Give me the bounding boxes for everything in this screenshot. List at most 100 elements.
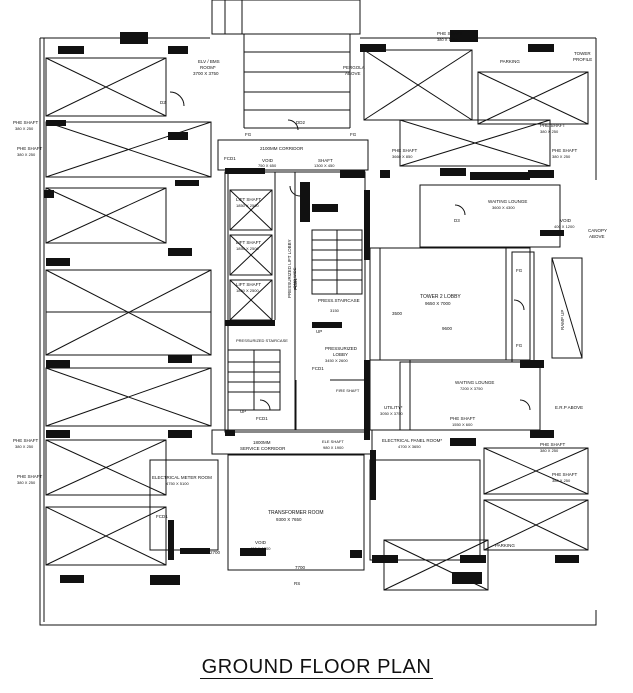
fg-label-d: FG xyxy=(350,132,357,137)
phe-shaft-l3-dim: 380 X 250 xyxy=(15,444,34,449)
utility-dim: 3050 X 3750 xyxy=(380,411,403,416)
phe-shaft-l1-label: PHE SHAFT xyxy=(13,120,39,125)
electrical-meter-label: ELECTRICAL METER ROOM xyxy=(152,475,212,480)
phe-shaft-l2-dim: 380 X 250 xyxy=(17,152,36,157)
phe-shaft-r4-dim: 380 X 250 xyxy=(552,478,571,483)
pressurized-staircase-label: PRESSURIZED STAIRCASE xyxy=(236,338,288,343)
up-label-a: UP xyxy=(240,409,246,414)
phe-shaft-lower-label: PHE SHAFT xyxy=(450,416,476,421)
erp-above-label: E.R.P ABOVE xyxy=(555,405,583,410)
ele-shaft-dim: 980 X 1900 xyxy=(323,445,344,450)
lift-shaft-3-dim: 1850 X 2500 xyxy=(236,288,259,293)
fcd1-label-a: FCD1 xyxy=(156,514,168,519)
transformer-dim: 9300 X 7650 xyxy=(276,517,302,522)
phe-shaft-r2-label: PHE SHAFT xyxy=(552,148,578,153)
shaft-label: SHAFT xyxy=(318,158,333,163)
d2-label: D2 xyxy=(160,100,166,105)
phe-shaft-mid-dim: 3660 X 850 xyxy=(392,154,413,159)
phe-shaft-l1-dim: 380 X 250 xyxy=(15,126,34,131)
rs-label: RS xyxy=(294,581,300,586)
phe-shaft-lower-dim: 1550 X 600 xyxy=(452,422,473,427)
phe-shaft-l4-label: PHE SHAFT xyxy=(17,474,43,479)
phe-shaft-tr-dim: 380 X 1500 xyxy=(437,37,458,42)
dim-3150: 3150 xyxy=(330,308,340,313)
elv-bms-label: ELV / BMS xyxy=(198,59,220,64)
ele-shaft-label: ELE SHAFT xyxy=(322,439,344,444)
lift-shaft-3-label: LIFT SHAFT xyxy=(236,282,261,287)
void-r-dim: 400 X 1200 xyxy=(554,224,575,229)
press-staircase-label: PRESS.STAIRCASE xyxy=(318,298,360,303)
fg-label-c: FG xyxy=(516,343,523,348)
waiting-lounge-bottom-dim: 7200 X 3750 xyxy=(460,386,483,391)
page-title-text: GROUND FLOOR PLAN xyxy=(199,656,434,679)
phe-shaft-r3-dim: 380 X 250 xyxy=(540,448,559,453)
phe-shaft-r1-label: PHE SHAFT xyxy=(540,123,566,128)
transformer-label: TRANSFORMER ROOM xyxy=(268,510,324,516)
service-corridor-label: 1800MM xyxy=(253,440,271,445)
void-dim: 750 X 650 xyxy=(258,163,277,168)
waiting-lounge-top-label: WAITING LOUNGE xyxy=(488,199,527,204)
fg-label-b: FG xyxy=(516,268,523,273)
phe-shaft-r2-dim: 380 X 250 xyxy=(552,154,571,159)
tower2-lobby-label: TOWER 2 LOBBY xyxy=(420,294,461,300)
page-title: GROUND FLOOR PLAN xyxy=(0,656,633,679)
phe-shaft-r3-label: PHE SHAFT xyxy=(540,442,566,447)
corridor-label: 2100MM CORRIDOR xyxy=(260,146,304,151)
tower-label: TOWER xyxy=(574,51,591,56)
phe-shaft-mid-label: PHE SHAFT xyxy=(392,148,418,153)
dim-7700: 7700 xyxy=(295,565,306,570)
fcd1-label-b: FCD1 xyxy=(312,366,324,371)
pressurized-lobby-label: PRESSURIZED xyxy=(325,346,358,351)
electrical-meter-dim: 4750 X 5100 xyxy=(166,481,189,486)
lift-shaft-2-label: LIFT SHAFT xyxy=(236,240,261,245)
canopy-above-label: ABOVE xyxy=(589,234,605,239)
canopy-label: CANOPY xyxy=(588,228,607,233)
electrical-panel-label: ELECTRICAL PANEL ROOM* xyxy=(382,438,442,443)
fcd1-label-e: FCD1 xyxy=(293,278,298,290)
phe-shaft-tr-label: PHE SHAFT xyxy=(437,31,463,36)
fg-label-a: FG xyxy=(245,132,252,137)
phe-shaft-r4-label: PHE SHAFT xyxy=(552,472,578,477)
pergola-label: PERGOLA xyxy=(343,65,365,70)
pressurized-lobby-label-2: LOBBY xyxy=(333,352,348,357)
service-corridor-label-2: SERVICE CORRIDOR xyxy=(240,446,286,451)
pressurized-lobby-dim: 3450 X 2600 xyxy=(325,358,348,363)
phe-shaft-l2-label: PHE SHAFT xyxy=(17,146,43,151)
parking-top-label: PARKING xyxy=(500,59,520,64)
fcd1-label-d: FCD1 xyxy=(224,156,236,161)
waiting-lounge-bottom-label: WAITING LOUNGE xyxy=(455,380,494,385)
shaft-dim: 1300 X 450 xyxy=(314,163,335,168)
utility-label: UTILITY* xyxy=(384,405,403,410)
parking-bottom-label: PARKING xyxy=(495,543,515,548)
electrical-panel-dim: 4700 X 3650 xyxy=(398,444,421,449)
fcd1-label-c: FCD1 xyxy=(256,416,268,421)
tower2-lobby-dim: 9650 X 7000 xyxy=(425,301,451,306)
up-label-b: UP xyxy=(316,329,322,334)
phe-shaft-r1-dim: 380 X 250 xyxy=(540,129,559,134)
pressurized-lift-lobby-label: PRESSURIZED LIFT LOBBY xyxy=(287,239,292,298)
dim-9600: 9600 xyxy=(442,326,453,331)
left-parking-bays xyxy=(45,57,212,566)
elv-room-label: ROOM* xyxy=(200,65,216,70)
void-label: VOID xyxy=(262,158,274,163)
lift-shaft-1-label: LIFT SHAFT xyxy=(236,197,261,202)
dim-3500: 3500 xyxy=(392,311,403,316)
void-b-dim: 400 X 1200 xyxy=(250,546,271,551)
pergola-above-label: ABOVE xyxy=(345,71,361,76)
pressurized-lift-lobby-dim: 2400 WIDE xyxy=(292,267,297,288)
lift-shaft-2-dim: 1850 X 2500 xyxy=(236,246,259,251)
ramp-up-label: RAMP UP xyxy=(560,310,565,330)
lift-shaft-1-dim: 1850 X 2500 xyxy=(236,203,259,208)
void-b-label: VOID xyxy=(255,540,267,545)
waiting-lounge-top-dim: 3600 X 4300 xyxy=(492,205,515,210)
elv-dim-label: 3700 X 3750 xyxy=(193,71,219,76)
dim-2700: 2700 xyxy=(210,550,221,555)
phe-shaft-l3-label: PHE SHAFT xyxy=(13,438,39,443)
dd2-label: DD2 xyxy=(296,120,305,125)
profile-label: PROFILE xyxy=(573,57,592,62)
structural-columns xyxy=(44,30,579,585)
void-r-label: VOID xyxy=(560,218,572,223)
fire-shaft-label: FIRE SHAFT xyxy=(336,388,360,393)
d3-label: D3 xyxy=(454,218,460,223)
